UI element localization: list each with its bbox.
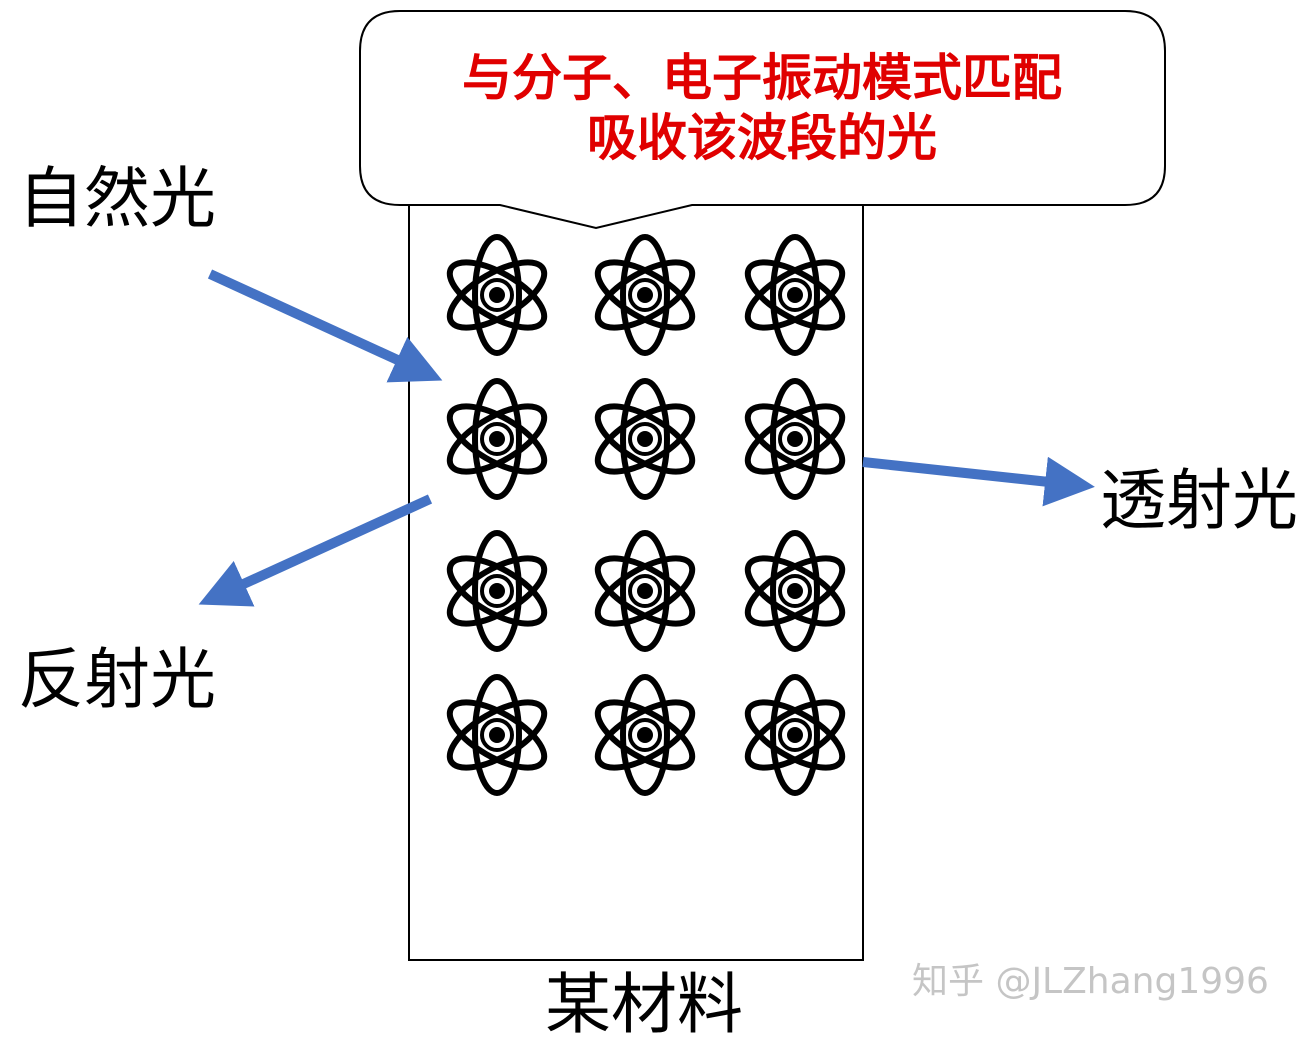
natural-light-arrow [207,269,443,383]
material-label: 某材料 [545,966,743,1043]
callout-line-2: 吸收该波段的光 [587,109,937,167]
transmitted-light-arrow [862,456,1095,507]
callout-bubble [359,10,1166,230]
reflected-light-arrow [198,494,433,607]
callout-text: 与分子、电子振动模式匹配 吸收该波段的光 [360,48,1164,168]
natural-light-label: 自然光 [18,160,216,237]
transmitted-light-label: 透射光 [1100,462,1298,539]
reflected-light-label: 反射光 [18,641,216,718]
callout-line-1: 与分子、电子振动模式匹配 [462,49,1062,107]
watermark: 知乎 @JLZhang1996 [912,961,1269,1002]
